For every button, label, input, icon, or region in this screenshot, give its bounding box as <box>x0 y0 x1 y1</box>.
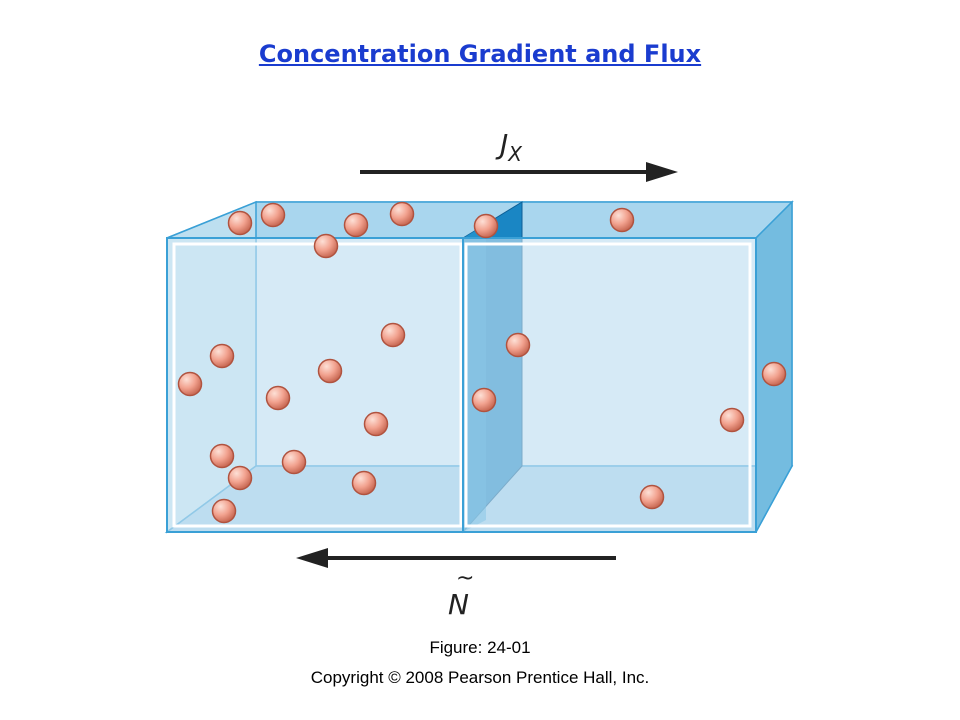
particle <box>471 387 497 413</box>
particle <box>761 361 787 387</box>
right-compartment-frame <box>464 242 752 528</box>
molar-flux-accent: ~ <box>456 566 474 591</box>
particle <box>380 322 406 348</box>
molar-flux-arrow <box>296 548 616 568</box>
slide-title[interactable]: Concentration Gradient and Flux <box>258 40 702 68</box>
particle <box>609 207 635 233</box>
copyright-caption: Copyright © 2008 Pearson Prentice Hall, … <box>310 668 650 687</box>
particle <box>177 371 203 397</box>
particles-group <box>177 201 787 524</box>
particle <box>389 201 415 227</box>
particle <box>281 449 307 475</box>
particle <box>719 407 745 433</box>
particle <box>260 202 286 228</box>
particle <box>209 443 235 469</box>
particle <box>639 484 665 510</box>
particle <box>265 385 291 411</box>
particle <box>227 465 253 491</box>
particle <box>505 332 531 358</box>
particle <box>473 213 499 239</box>
flux-arrow <box>360 162 678 182</box>
particle <box>209 343 235 369</box>
particle <box>317 358 343 384</box>
molar-flux-label: N <box>448 588 469 621</box>
particle <box>313 233 339 259</box>
particle <box>343 212 369 238</box>
particle <box>351 470 377 496</box>
particle <box>211 498 237 524</box>
flux-label: JX <box>495 128 523 166</box>
particle <box>363 411 389 437</box>
figure-caption: Figure: 24-01 <box>429 638 531 657</box>
particle <box>227 210 253 236</box>
